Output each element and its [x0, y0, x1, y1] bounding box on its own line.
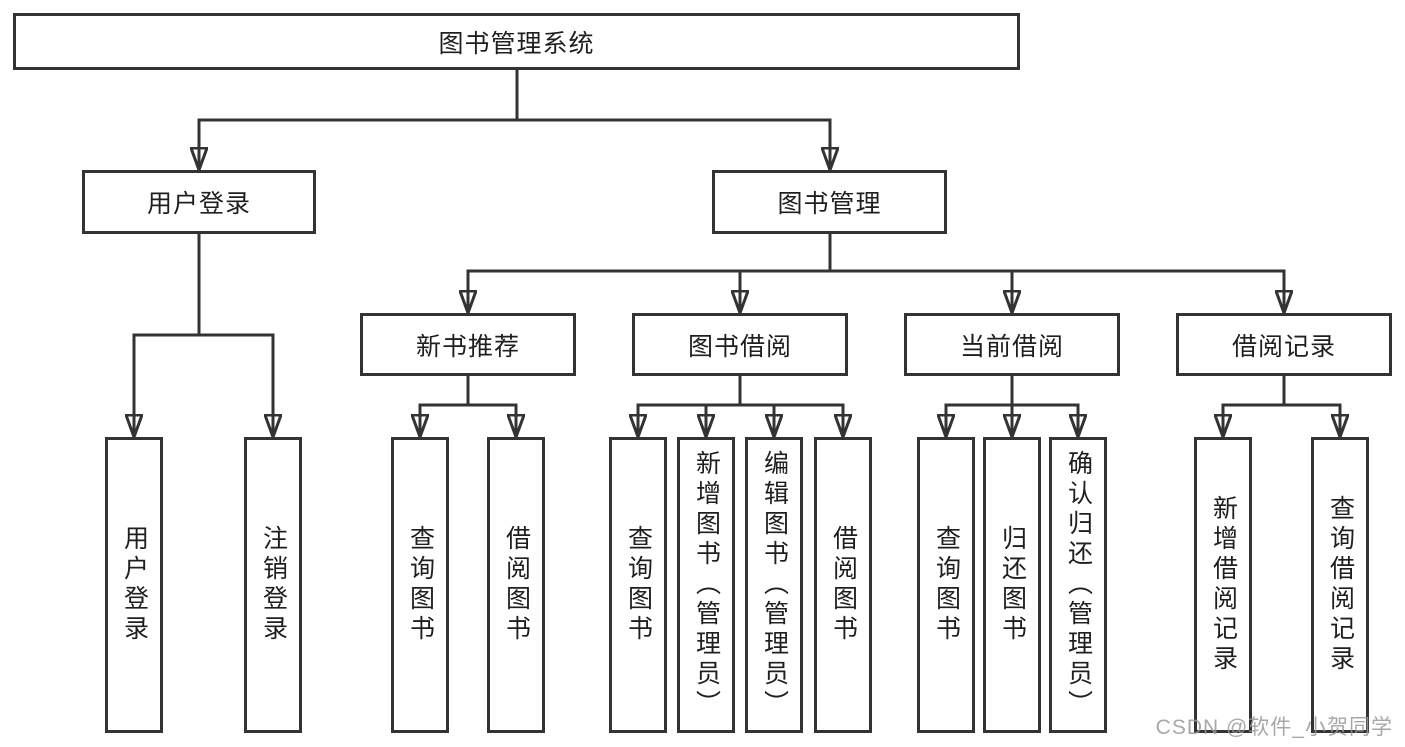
csdn-watermark: CSDN @软件_小贺同学	[1155, 716, 1393, 739]
node-leaf-query-books: 查询图书	[391, 437, 449, 733]
node-book-management: 图书管理	[712, 170, 947, 234]
node-leaf-logout: 注销登录	[244, 437, 302, 733]
flow-lines	[132, 68, 1342, 407]
node-leaf-query-borrow-record: 查询借阅记录	[1311, 437, 1369, 733]
node-book-borrowing: 图书借阅	[632, 313, 848, 376]
node-leaf-add-borrow-record: 新增借阅记录	[1194, 437, 1252, 733]
node-user-login: 用户登录	[82, 170, 316, 234]
node-root-system: 图书管理系统	[13, 13, 1020, 70]
node-leaf-return-books: 归还图书	[983, 437, 1041, 733]
node-leaf-borrow-books: 借阅图书	[814, 437, 872, 733]
node-current-borrowing: 当前借阅	[904, 313, 1120, 376]
node-leaf-user-login: 用户登录	[105, 437, 163, 733]
node-leaf-query-books: 查询图书	[609, 437, 667, 733]
node-new-book-recommend: 新书推荐	[360, 313, 576, 376]
node-leaf-borrow-books: 借阅图书	[487, 437, 545, 733]
node-borrowing-records: 借阅记录	[1176, 313, 1392, 376]
node-leaf-query-books: 查询图书	[917, 437, 975, 733]
arrowheads	[134, 118, 1340, 439]
node-leaf-add-books-admin: 新增图书（管理员）	[677, 437, 735, 733]
node-leaf-edit-books-admin: 编辑图书（管理员）	[745, 437, 803, 733]
node-leaf-confirm-return-admin: 确认归还（管理员）	[1049, 437, 1107, 733]
